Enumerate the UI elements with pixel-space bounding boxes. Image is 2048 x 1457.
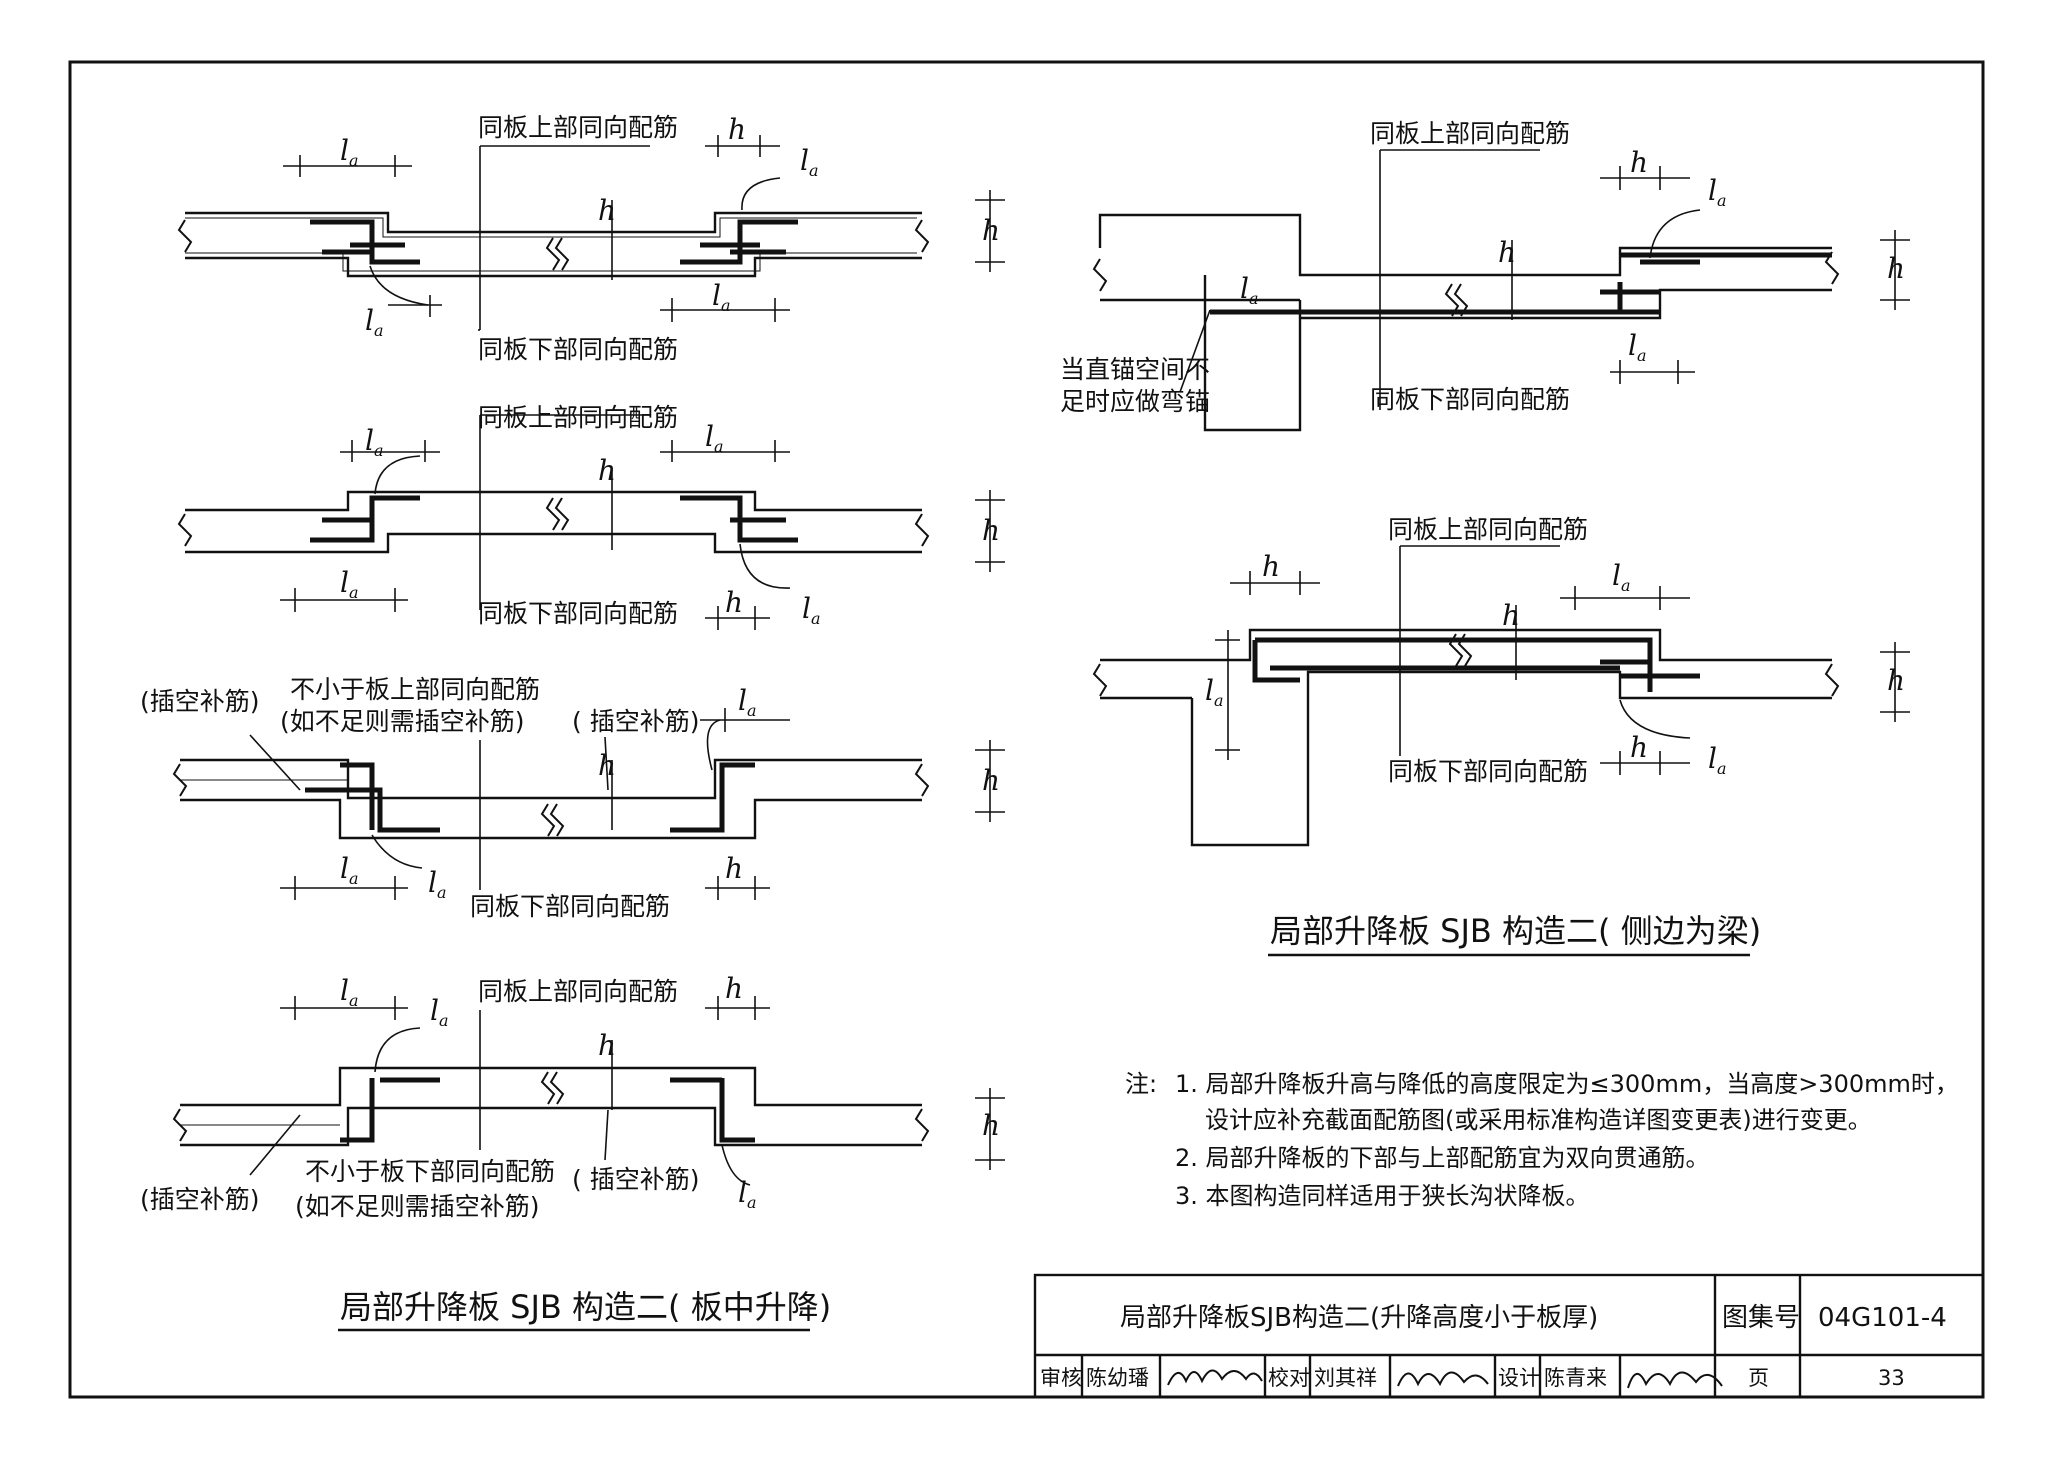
reviewer-name: 陈幼璠 xyxy=(1086,1366,1149,1390)
h-label: h xyxy=(982,1109,1000,1142)
la-label: la xyxy=(1612,559,1631,595)
h-label: h xyxy=(982,214,1000,247)
lower-rebar-label: 同板下部同向配筋 xyxy=(1370,385,1570,414)
h-label: h xyxy=(598,1029,616,1062)
la-label: la xyxy=(712,279,731,315)
lower-rebar-label: 同板下部同向配筋 xyxy=(1388,757,1588,786)
upper-rebar-label: 同板上部同向配筋 xyxy=(478,113,678,142)
if-not-enough-label: (如不足则需插空补筋) xyxy=(295,1192,540,1221)
h-label: h xyxy=(1502,599,1520,632)
checker-name: 刘其祥 xyxy=(1314,1366,1377,1390)
h-label: h xyxy=(1262,550,1280,583)
h-label: h xyxy=(598,454,616,487)
check-label: 校对 xyxy=(1268,1366,1310,1390)
drawing-title: 局部升降板SJB构造二(升降高度小于板厚) xyxy=(1120,1303,1598,1333)
h-label: h xyxy=(1630,146,1648,179)
left-detail-2-annotations xyxy=(280,414,1005,630)
la-label: la xyxy=(800,144,819,180)
right-detail-2 xyxy=(1092,628,1840,847)
sheet-border xyxy=(68,60,1985,1399)
not-less-lower-label: 不小于板下部同向配筋 xyxy=(305,1157,555,1186)
upper-rebar-label: 同板上部同向配筋 xyxy=(478,403,678,432)
lower-rebar-label: 同板下部同向配筋 xyxy=(470,892,670,921)
note-1-continued: 设计应补充截面配筋图(或采用标准构造详图变更表)进行变更。 xyxy=(1205,1106,1872,1134)
la-label: la xyxy=(428,866,447,902)
la-label: la xyxy=(705,420,724,456)
la-label: la xyxy=(738,684,757,720)
left-detail-4 xyxy=(172,1066,930,1147)
infill-rebar-label: (插空补筋) xyxy=(140,687,260,716)
h-label: h xyxy=(598,749,616,782)
h-label: h xyxy=(982,514,1000,547)
right-title: 局部升降板 SJB 构造二( 侧边为梁) xyxy=(1270,912,1761,950)
h-label: h xyxy=(1498,236,1516,269)
la-label: la xyxy=(1628,329,1647,365)
note-1: 1. 局部升降板升高与降低的高度限定为≤300mm，当高度>300mm时， xyxy=(1175,1070,1959,1098)
la-label: la xyxy=(1205,674,1224,710)
h-label: h xyxy=(1887,664,1905,697)
la-label: la xyxy=(1240,272,1259,308)
left-detail-3-annotations xyxy=(249,708,1005,900)
left-detail-3 xyxy=(172,758,930,840)
h-label: h xyxy=(1887,252,1905,285)
left-detail-1 xyxy=(177,211,930,278)
left-detail-4-annotations xyxy=(249,996,1005,1186)
notes-prefix: 注: xyxy=(1125,1070,1157,1098)
upper-rebar-label: 同板上部同向配筋 xyxy=(1370,119,1570,148)
not-less-upper-label: 不小于板上部同向配筋 xyxy=(290,675,540,704)
la-label: la xyxy=(340,974,359,1010)
title-block xyxy=(1033,1273,1985,1399)
lower-rebar-label: 同板下部同向配筋 xyxy=(478,599,678,628)
bend-anchor-label: 足时应做弯锚 xyxy=(1060,387,1210,416)
la-label: la xyxy=(365,304,384,340)
h-label: h xyxy=(1630,731,1648,764)
upper-rebar-label: 同板上部同向配筋 xyxy=(1388,515,1588,544)
left-title: 局部升降板 SJB 构造二( 板中升降) xyxy=(340,1288,831,1326)
page-number: 33 xyxy=(1878,1366,1905,1390)
review-label: 审核 xyxy=(1040,1366,1082,1390)
infill-rebar-label: (插空补筋) xyxy=(140,1185,260,1214)
bend-anchor-label: 当直锚空间不 xyxy=(1060,355,1210,384)
la-label: la xyxy=(802,592,821,628)
infill-rebar-label: ( 插空补筋) xyxy=(572,1165,699,1194)
h-label: h xyxy=(598,194,616,227)
atlas-number: 04G101-4 xyxy=(1818,1303,1947,1333)
la-label: la xyxy=(340,566,359,602)
designer-name: 陈青来 xyxy=(1544,1366,1607,1390)
page-label: 页 xyxy=(1748,1366,1769,1390)
la-label: la xyxy=(1708,174,1727,210)
left-detail-2 xyxy=(177,490,930,554)
la-label: la xyxy=(430,994,449,1030)
notes: 注: 1. 局部升降板升高与降低的高度限定为≤300mm，当高度>300mm时，… xyxy=(1125,1070,1959,1210)
note-3: 3. 本图构造同样适用于狭长沟状降板。 xyxy=(1175,1182,1590,1210)
la-label: la xyxy=(738,1176,757,1212)
right-detail-1-annotations xyxy=(1179,149,1910,410)
atlas-label: 图集号 xyxy=(1722,1303,1800,1333)
if-not-enough-label: (如不足则需插空补筋) xyxy=(280,707,525,736)
la-label: la xyxy=(340,852,359,888)
h-label: h xyxy=(725,972,743,1005)
h-label: h xyxy=(725,586,743,619)
la-label: la xyxy=(1708,742,1727,778)
lower-rebar-label: 同板下部同向配筋 xyxy=(478,335,678,364)
h-label: h xyxy=(982,764,1000,797)
right-detail-1 xyxy=(1092,213,1840,432)
la-label: la xyxy=(365,424,384,460)
left-detail-1-annotations xyxy=(283,135,1005,331)
reviewer-signature xyxy=(1167,1369,1263,1386)
right-detail-2-annotations xyxy=(1215,545,1910,775)
checker-signature xyxy=(1397,1371,1489,1387)
infill-rebar-label: ( 插空补筋) xyxy=(572,707,699,736)
note-2: 2. 局部升降板的下部与上部配筋宜为双向贯通筋。 xyxy=(1175,1144,1710,1172)
designer-signature xyxy=(1627,1371,1723,1389)
upper-rebar-label: 同板上部同向配筋 xyxy=(478,977,678,1006)
design-label: 设计 xyxy=(1498,1366,1540,1390)
la-label: la xyxy=(340,134,359,170)
h-label: h xyxy=(725,852,743,885)
h-label: h xyxy=(728,113,746,146)
